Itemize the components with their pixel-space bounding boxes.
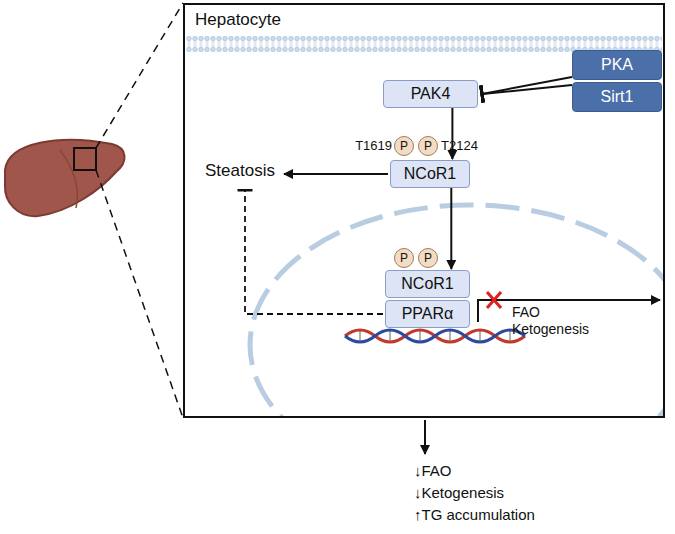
phospho-circle: P	[394, 136, 414, 156]
nucleus-outline	[250, 205, 663, 416]
dna-helix	[345, 330, 525, 342]
activation-arrow	[451, 108, 453, 159]
protein-box: PPARα	[385, 300, 470, 328]
phospho-circle: P	[418, 248, 438, 268]
pathway-label: Ketogenesis	[512, 322, 589, 337]
node-text: P	[400, 251, 408, 265]
pathway-label: FAO	[512, 305, 540, 320]
inhibition-connector	[482, 85, 572, 94]
outcome-arrow	[424, 420, 426, 454]
zoom-line	[96, 170, 183, 418]
node-text: PPARα	[402, 305, 454, 323]
node-text: PAK4	[411, 85, 451, 103]
protein-box: PAK4	[383, 80, 478, 108]
effect-label: ↑TG accumulation	[414, 507, 535, 524]
site-label: T1619	[355, 139, 392, 153]
site-label: T2124	[441, 139, 478, 153]
liver-illustration	[5, 140, 125, 216]
phospho-circle: P	[394, 248, 414, 268]
effect-label: ↓Ketogenesis	[414, 485, 504, 502]
steatosis-arrow	[284, 173, 388, 175]
effect-label: ↓FAO	[414, 463, 452, 480]
node-text: PKA	[601, 56, 633, 74]
inhibition-line	[245, 190, 383, 314]
phospho-circle: P	[418, 136, 438, 156]
protein-box: NCoR1	[385, 270, 470, 298]
zoom-line	[96, 3, 183, 148]
outcome-label: Steatosis	[205, 162, 275, 181]
protein-box: NCoR1	[390, 160, 470, 188]
node-text: P	[424, 139, 432, 153]
node-text: NCoR1	[404, 165, 456, 183]
cell-frame: HepatocytePKASirt1PAK4PPNCoR1PPNCoR1PPAR…	[183, 3, 665, 418]
inhibition-connector	[482, 77, 572, 94]
kinase-box: PKA	[572, 50, 662, 80]
node-text: P	[400, 139, 408, 153]
kinase-box: Sirt1	[572, 82, 662, 112]
block-cross	[487, 292, 501, 308]
node-text: P	[424, 251, 432, 265]
node-text: NCoR1	[401, 275, 453, 293]
node-text: Hepatocyte	[195, 10, 281, 30]
node-text: Sirt1	[601, 88, 634, 106]
activation-arrow	[450, 188, 452, 269]
transcription-arrow	[478, 300, 660, 322]
